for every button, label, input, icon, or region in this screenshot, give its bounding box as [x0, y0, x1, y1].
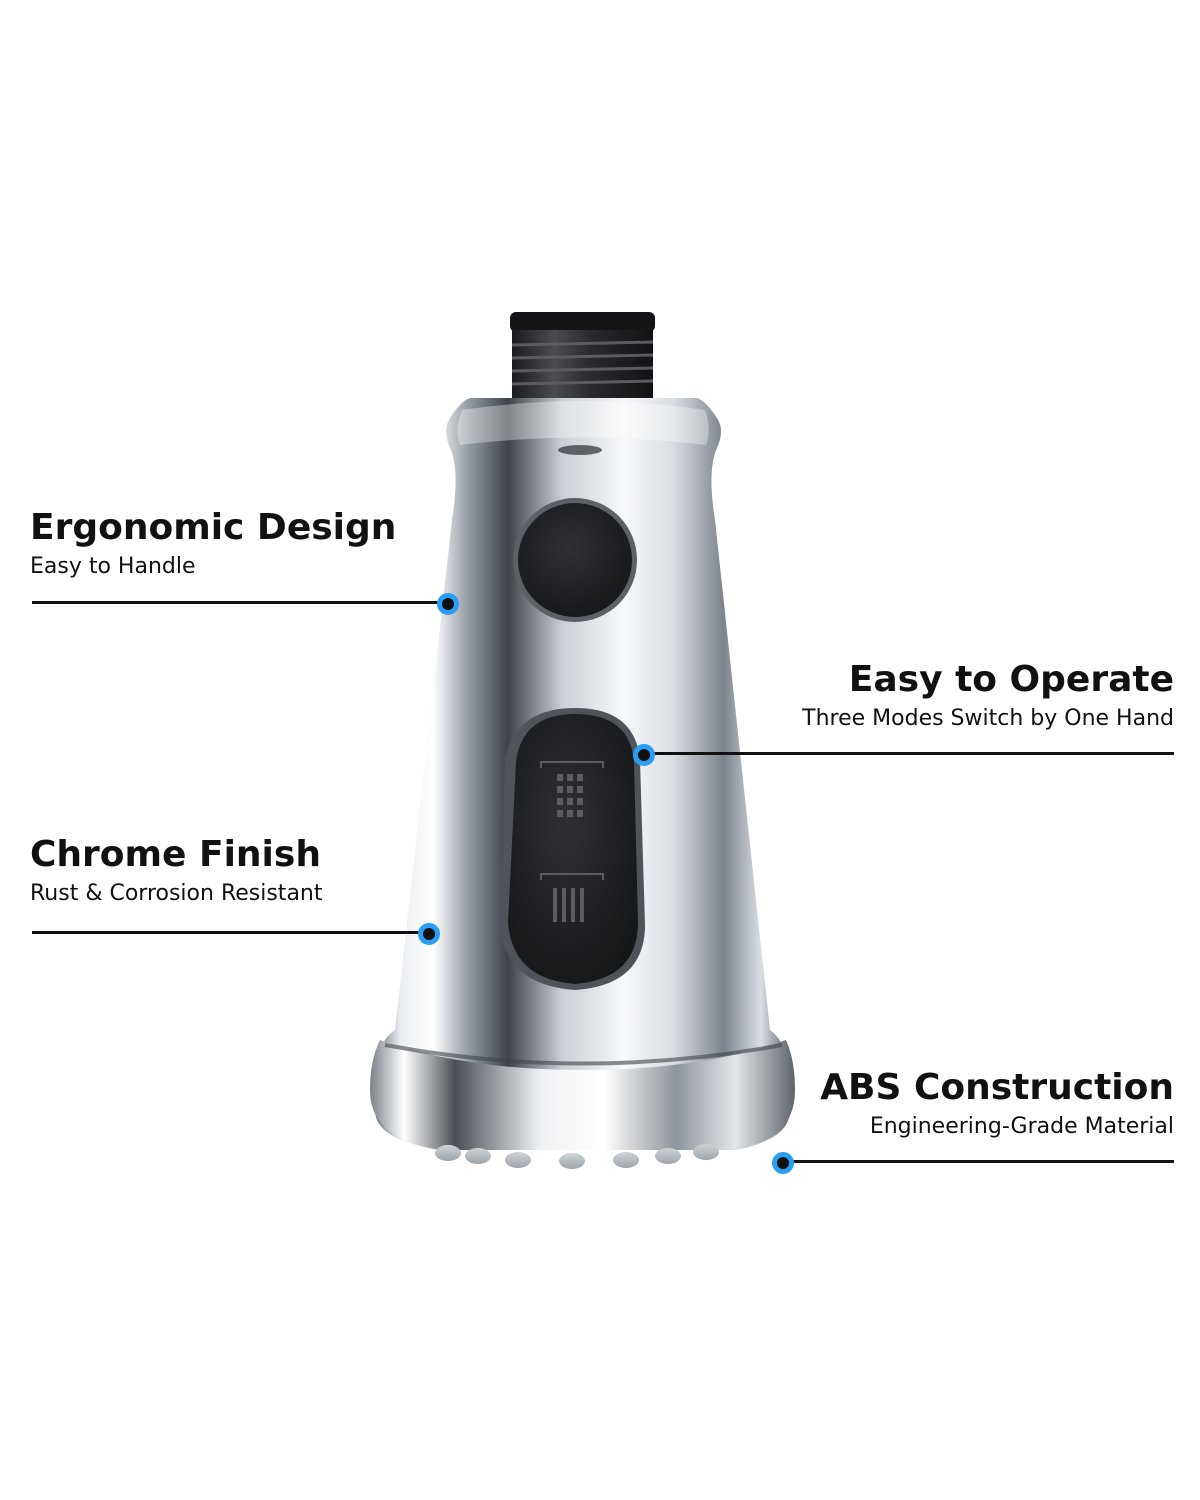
- leader-line-abs: [788, 1160, 1174, 1163]
- callout-subtitle: Engineering-Grade Material: [869, 1114, 1174, 1139]
- pause-button: [513, 498, 637, 622]
- callout-easy-to-operate: Easy to Operate Three Modes Switch by On…: [802, 660, 1174, 732]
- leader-line-ergonomic: [32, 601, 444, 604]
- thread-connector: [510, 312, 655, 400]
- callout-abs-construction: ABS Construction Engineering-Grade Mater…: [820, 1068, 1174, 1140]
- base-ring: [370, 1040, 795, 1150]
- callout-chrome-finish: Chrome Finish Rust & Corrosion Resistant: [30, 835, 323, 907]
- callout-subtitle: Three Modes Switch by One Hand: [802, 706, 1174, 731]
- callout-subtitle: Rust & Corrosion Resistant: [30, 881, 323, 906]
- spray-nozzles: [435, 1144, 719, 1169]
- callout-title: Easy to Operate: [848, 659, 1174, 700]
- callout-title: Ergonomic Design: [30, 507, 397, 548]
- marker-dot-ergonomic: [437, 593, 459, 615]
- callout-ergonomic-design: Ergonomic Design Easy to Handle: [30, 508, 396, 580]
- marker-dot-chrome: [418, 923, 440, 945]
- callout-title: Chrome Finish: [30, 834, 321, 875]
- mode-switch-rocker: [500, 708, 645, 990]
- callout-title: ABS Construction: [820, 1067, 1174, 1108]
- leader-line-chrome: [32, 931, 424, 934]
- leader-line-operate: [648, 752, 1174, 755]
- marker-dot-operate: [633, 744, 655, 766]
- marker-dot-abs: [772, 1152, 794, 1174]
- callout-subtitle: Easy to Handle: [30, 554, 196, 579]
